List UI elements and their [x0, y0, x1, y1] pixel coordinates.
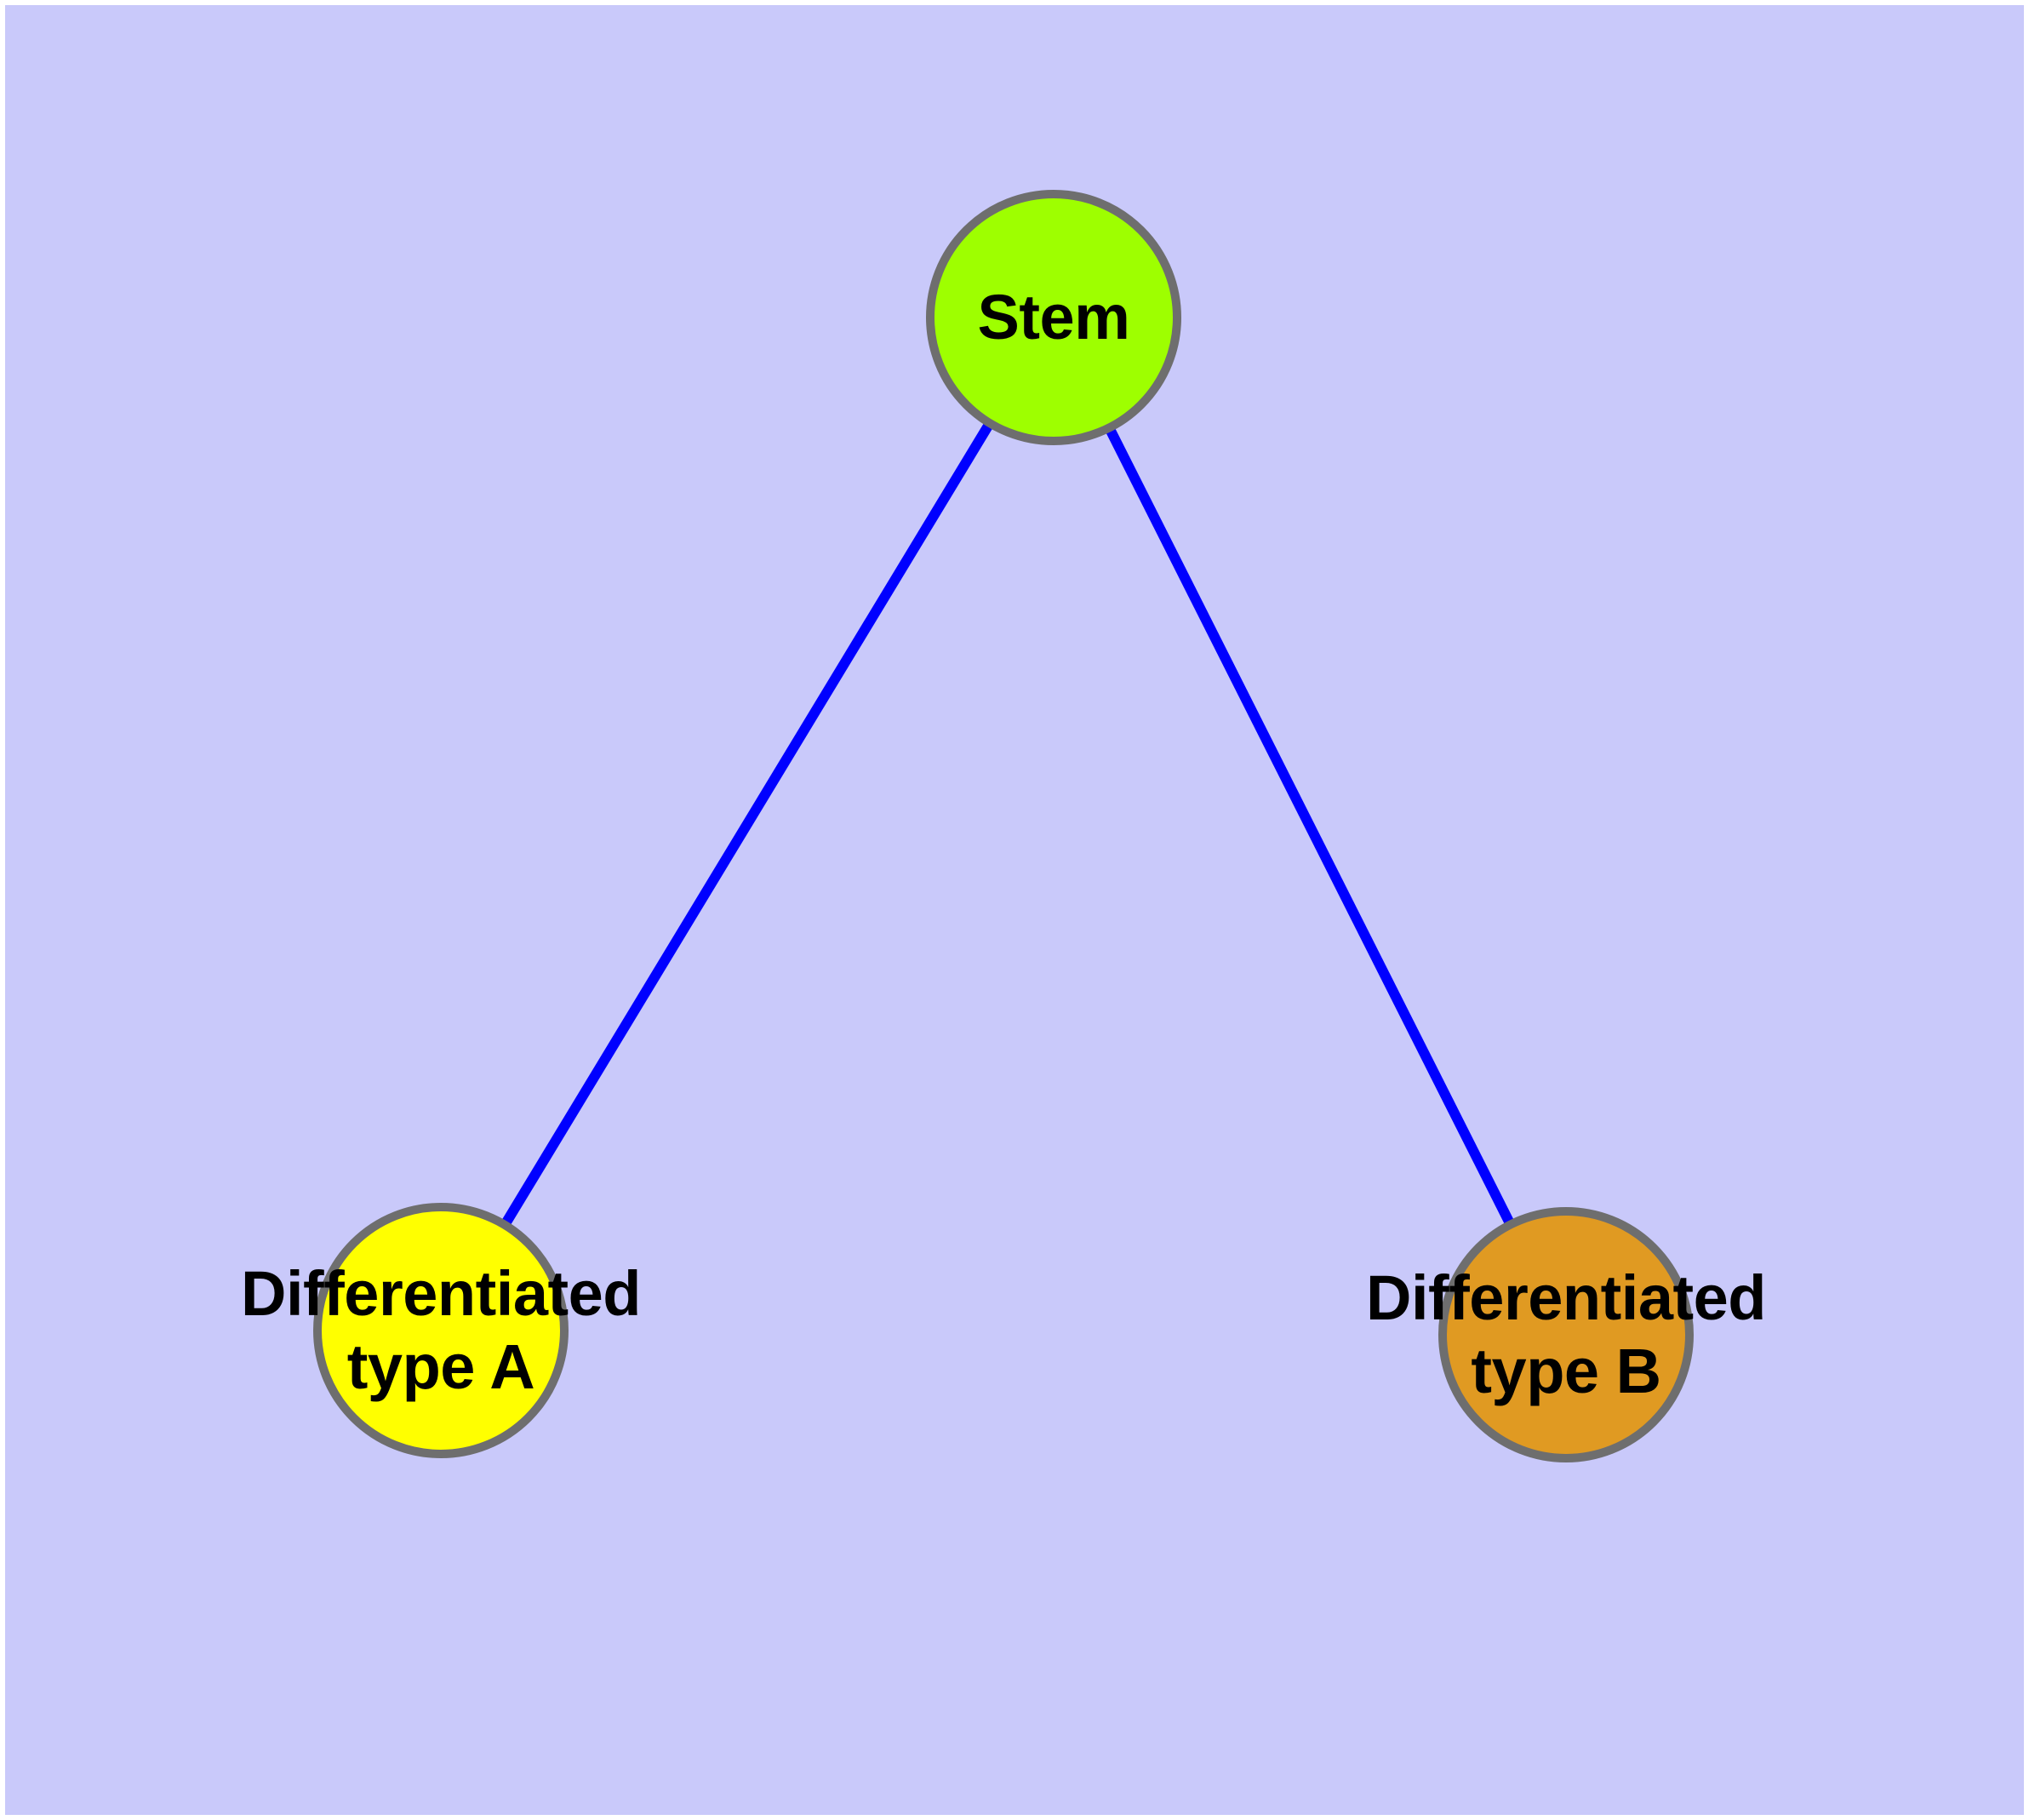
edge-stem-to-diff-b[interactable] [1104, 425, 1516, 1228]
node-layer [313, 190, 1694, 1462]
edge-stem-to-diff-a[interactable] [500, 420, 995, 1228]
node-diff-a-circle[interactable] [313, 1203, 569, 1458]
node-diff-b-circle[interactable] [1438, 1207, 1694, 1462]
edge-layer-real [500, 420, 1516, 1228]
graph-svg [313, 190, 1694, 1462]
node-stem-circle[interactable] [926, 190, 1181, 445]
